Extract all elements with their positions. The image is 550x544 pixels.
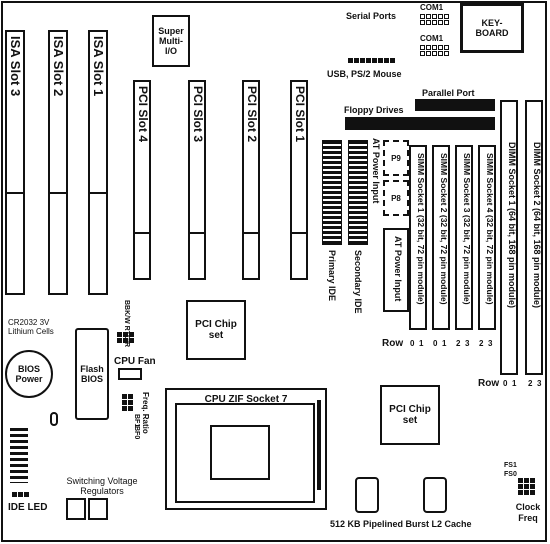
pci-chipset-top: PCI Chip set (186, 300, 246, 360)
usb-ps2-label: USB, PS/2 Mouse (327, 69, 402, 79)
ide-led-connector (12, 492, 29, 497)
simm-row-label: Row (382, 338, 404, 349)
isa-slot-1-label: ISA Slot 1 (91, 36, 106, 97)
dimm-socket-2-label: DIMM Socket 2 (64 bit, 168 pin module) (532, 142, 542, 309)
p9-connector: P9 (383, 140, 409, 176)
freq-ratio-jumper (122, 394, 133, 411)
ide-led-label: IDE LED (8, 502, 48, 513)
primary-ide-label: Primary IDE (327, 250, 337, 302)
primary-ide-header (322, 140, 342, 245)
fs0-label: FS0 (504, 471, 517, 478)
pci-slot-4-label: PCI Slot 4 (136, 86, 150, 143)
freq-ratio-label: Freq. Ratio (141, 392, 150, 434)
clock-freq-label: Clock Freq (515, 502, 541, 523)
cpu-die (210, 425, 270, 480)
bbk-jumper (117, 332, 134, 343)
keyboard-label: KEY-BOARD (475, 18, 509, 38)
l2-cache-chip-2 (423, 477, 447, 513)
left-bottom-header (10, 428, 28, 483)
simm-socket-2: SIMM Socket 2 (32 bit, 72 pin module) (432, 145, 450, 330)
fs1-label: FS1 (504, 462, 517, 469)
serial-ports-label: Serial Ports (346, 11, 397, 21)
simm-socket-4: SIMM Socket 4 (32 bit, 72 pin module) (478, 145, 496, 330)
bios-power-label: BIOS Power (15, 364, 43, 384)
pci-slot-2: PCI Slot 2 (242, 80, 260, 280)
bios-power-battery: BIOS Power (5, 350, 53, 398)
com1-bottom-header (420, 45, 449, 56)
secondary-ide-label: Secondary IDE (353, 250, 363, 314)
com1-bottom-label: COM1 (420, 34, 444, 43)
dimm-row-label: Row (478, 378, 500, 389)
p8-label: P8 (391, 193, 401, 203)
cpu-fan-label: CPU Fan (114, 356, 156, 367)
super-multi-io-label: Super Multi-I/O (158, 26, 184, 56)
pci-slot-2-label: PCI Slot 2 (245, 86, 259, 143)
super-multi-io-chip: Super Multi-I/O (152, 15, 190, 67)
pci-slot-3-label: PCI Slot 3 (191, 86, 205, 143)
flash-bios-label: Flash BIOS (80, 364, 104, 384)
pci-slot-1-label: PCI Slot 1 (293, 86, 307, 143)
cpu-fan-header (118, 368, 142, 380)
l2-cache-chip-1 (355, 477, 379, 513)
floppy-drive-header (345, 117, 495, 130)
pci-slot-4: PCI Slot 4 (133, 80, 151, 280)
dimm-socket-1-label: DIMM Socket 1 (64 bit, 168 pin module) (507, 142, 517, 309)
pci-slot-1: PCI Slot 1 (290, 80, 308, 280)
dimm-socket-1: DIMM Socket 1 (64 bit, 168 pin module) (500, 100, 518, 375)
isa-slot-3-label: ISA Slot 3 (8, 36, 23, 97)
parallel-port-header (415, 99, 495, 111)
com1-top-label: COM1 (420, 3, 444, 12)
isa-slot-2: ISA Slot 2 (48, 30, 68, 295)
cpu-socket-label: CPU ZIF Socket 7 (204, 394, 288, 405)
bf0-label: BF0 (133, 426, 140, 440)
keyboard-connector: KEY-BOARD (460, 3, 524, 53)
battery-label: CR2032 3V Lithium Cells (8, 318, 54, 336)
isa-slot-2-label: ISA Slot 2 (51, 36, 66, 97)
cpu-socket-inner (175, 403, 315, 503)
zif-lever (317, 400, 321, 490)
at-power-input-rotated-label: AT Power Input (371, 138, 381, 204)
floppy-drives-label: Floppy Drives (344, 105, 404, 115)
simm-socket-3-label: SIMM Socket 3 (32 bit, 72 pin module) (462, 153, 472, 305)
pci-slot-3: PCI Slot 3 (188, 80, 206, 280)
dimm-socket-2: DIMM Socket 2 (64 bit, 168 pin module) (525, 100, 543, 375)
p9-label: P9 (391, 153, 401, 163)
simm-socket-1: SIMM Socket 1 (32 bit, 72 pin module) (409, 145, 427, 330)
clock-freq-jumper (518, 478, 535, 495)
secondary-ide-header (348, 140, 368, 245)
flash-bios-chip: Flash BIOS (75, 328, 109, 420)
regulator-1 (66, 498, 86, 520)
com1-top-header (420, 14, 449, 25)
isa-slot-3: ISA Slot 3 (5, 30, 25, 295)
at-power-input-box-label: AT Power Input (393, 236, 403, 302)
p8-connector: P8 (383, 180, 409, 216)
simm-socket-3: SIMM Socket 3 (32 bit, 72 pin module) (455, 145, 473, 330)
simm-socket-2-label: SIMM Socket 2 (32 bit, 72 pin module) (439, 153, 449, 305)
small-component (50, 412, 58, 426)
pci-chipset-bottom-label: PCI Chip set (389, 404, 431, 426)
isa-slot-1: ISA Slot 1 (88, 30, 108, 295)
regulator-2 (88, 498, 108, 520)
pci-chipset-top-label: PCI Chip set (195, 319, 237, 341)
l2-cache-label: 512 KB Pipelined Burst L2 Cache (330, 519, 472, 529)
switching-regulators-label: Switching Voltage Regulators (66, 476, 138, 496)
at-power-input-box: AT Power Input (383, 228, 409, 312)
pci-chipset-bottom: PCI Chip set (380, 385, 440, 445)
simm-socket-4-label: SIMM Socket 4 (32 bit, 72 pin module) (485, 153, 495, 305)
usb-ps2-header (348, 58, 395, 63)
simm-socket-1-label: SIMM Socket 1 (32 bit, 72 pin module) (416, 153, 426, 305)
parallel-port-label: Parallel Port (422, 88, 475, 98)
